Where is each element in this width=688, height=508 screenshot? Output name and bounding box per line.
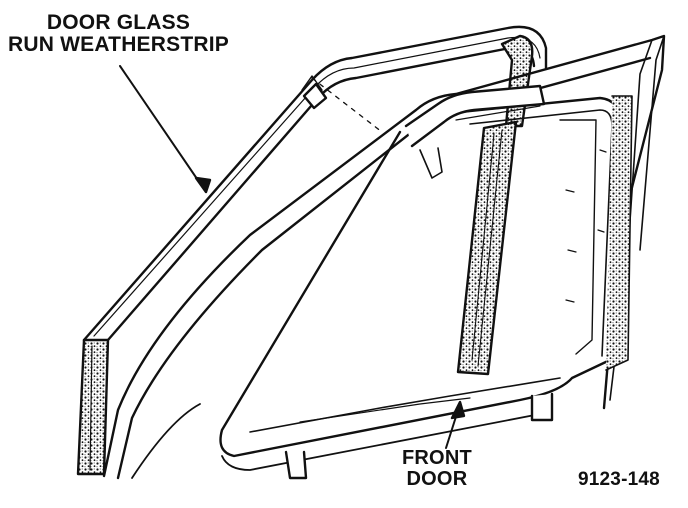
bracket-left — [284, 450, 308, 480]
weatherstrip-front-foam — [76, 338, 110, 476]
leader-weatherstrip — [119, 65, 212, 194]
weatherstrip-label-line2: RUN WEATHERSTRIP — [8, 33, 229, 57]
front-door-label-line2: DOOR — [406, 468, 468, 490]
front-door-label-line1: FRONT — [402, 447, 472, 469]
door-sill — [249, 377, 561, 433]
alignment-line — [311, 77, 383, 133]
figure-number: 9123-148 — [578, 469, 660, 490]
weatherstrip-label: DOOR GLASS RUN WEATHERSTRIP — [8, 11, 229, 57]
weatherstrip-detached — [76, 25, 548, 476]
weatherstrip-channel-outer — [82, 25, 548, 342]
front-door-label: FRONT DOOR — [402, 448, 472, 490]
bracket-right — [530, 392, 554, 422]
front-door — [102, 34, 666, 480]
weatherstrip-installed — [404, 84, 633, 376]
weatherstrip-label-line1: DOOR GLASS — [46, 11, 191, 34]
weatherstrip-vertical-foam — [456, 120, 518, 376]
rear-glass-channel — [605, 95, 633, 371]
leader-front-door — [445, 400, 466, 449]
